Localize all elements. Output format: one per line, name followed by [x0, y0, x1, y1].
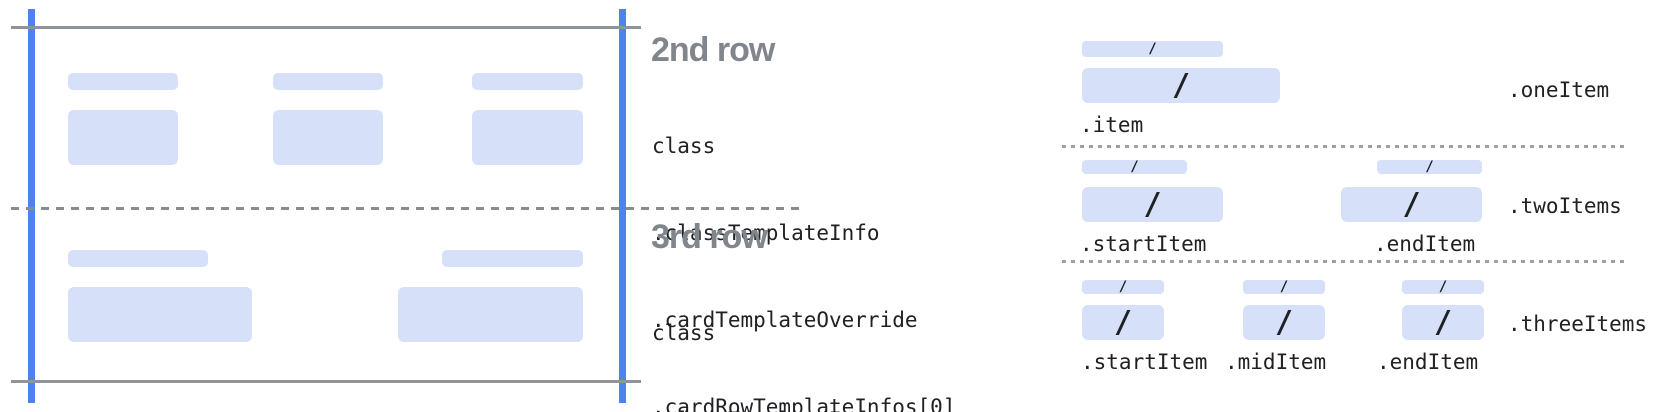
oneitem-template-label: .oneItem	[1508, 78, 1610, 102]
code-line: class	[652, 134, 716, 158]
twoitems-end-value-bar: /	[1341, 187, 1482, 222]
threeitems-start-label-bar: /	[1082, 280, 1164, 294]
slash-placeholder-glyph: /	[1402, 186, 1421, 222]
slash-placeholder-glyph: /	[1148, 41, 1157, 57]
card-right-guide-line	[619, 9, 626, 403]
oneitem-label-bar: /	[1082, 41, 1223, 57]
row3-class-path: class .classTemplateInfo .cardTemplateOv…	[652, 261, 955, 412]
twoitems-start-value-bar: /	[1082, 187, 1223, 222]
code-line: class	[652, 321, 716, 345]
threeitems-miditem-label: .midItem	[1225, 350, 1327, 374]
item-label: .item	[1080, 113, 1144, 137]
row2-item2-value-placeholder	[273, 110, 383, 165]
row2-item2-label-placeholder	[273, 73, 383, 90]
slash-placeholder-glyph: /	[1438, 279, 1448, 295]
slash-placeholder-glyph: /	[1130, 159, 1139, 175]
code-line: .cardRowTemplateInfos[0]	[652, 395, 956, 412]
code-line: .classTemplateInfo	[652, 406, 955, 412]
threeitems-enditem-label: .endItem	[1377, 350, 1479, 374]
code-line: .classTemplateInfo	[652, 221, 880, 245]
slash-placeholder-glyph: /	[1118, 279, 1128, 295]
card-top-guide-line	[11, 26, 641, 29]
row2-class-path: class .classTemplateInfo .cardTemplateOv…	[652, 74, 955, 412]
threeitems-mid-value-bar: /	[1243, 305, 1325, 340]
card-bottom-guide-line	[11, 380, 641, 383]
threeitems-end-value-bar: /	[1402, 305, 1484, 340]
twoitems-template-label: .twoItems	[1508, 194, 1622, 218]
slash-placeholder-glyph: /	[1171, 67, 1191, 103]
threeitems-end-label-bar: /	[1402, 280, 1484, 294]
slash-placeholder-glyph: /	[1433, 304, 1453, 340]
code-line: .cardTemplateOverride	[652, 308, 918, 332]
row3-item1-value-placeholder	[68, 287, 252, 342]
row3-item2-value-placeholder	[398, 287, 583, 342]
row3-heading: 3rd row	[651, 218, 768, 256]
threeitems-mid-label-bar: /	[1243, 280, 1325, 294]
oneitem-value-bar: /	[1082, 68, 1280, 103]
card-left-guide-line	[28, 9, 35, 403]
row2-item1-value-placeholder	[68, 110, 178, 165]
row3-item1-label-placeholder	[68, 250, 208, 267]
template-separator-line	[1062, 260, 1628, 263]
row-divider-dashed-line	[11, 207, 800, 210]
row2-item3-value-placeholder	[472, 110, 583, 165]
twoitems-start-label-bar: /	[1082, 160, 1187, 174]
slash-placeholder-glyph: /	[1113, 304, 1133, 340]
twoitems-enditem-label: .endItem	[1374, 232, 1476, 256]
twoitems-end-label-bar: /	[1377, 160, 1482, 174]
slash-placeholder-glyph: /	[1143, 186, 1162, 222]
row2-item3-label-placeholder	[472, 73, 583, 90]
twoitems-startitem-label: .startItem	[1080, 232, 1207, 256]
threeitems-template-label: .threeItems	[1508, 312, 1648, 336]
slash-placeholder-glyph: /	[1274, 304, 1294, 340]
threeitems-start-value-bar: /	[1082, 305, 1164, 340]
row2-heading: 2nd row	[651, 31, 775, 69]
threeitems-startitem-label: .startItem	[1081, 350, 1208, 374]
slash-placeholder-glyph: /	[1425, 159, 1434, 175]
template-separator-line	[1062, 145, 1628, 148]
row2-item1-label-placeholder	[68, 73, 178, 90]
slash-placeholder-glyph: /	[1279, 279, 1289, 295]
row3-item2-label-placeholder	[442, 250, 583, 267]
